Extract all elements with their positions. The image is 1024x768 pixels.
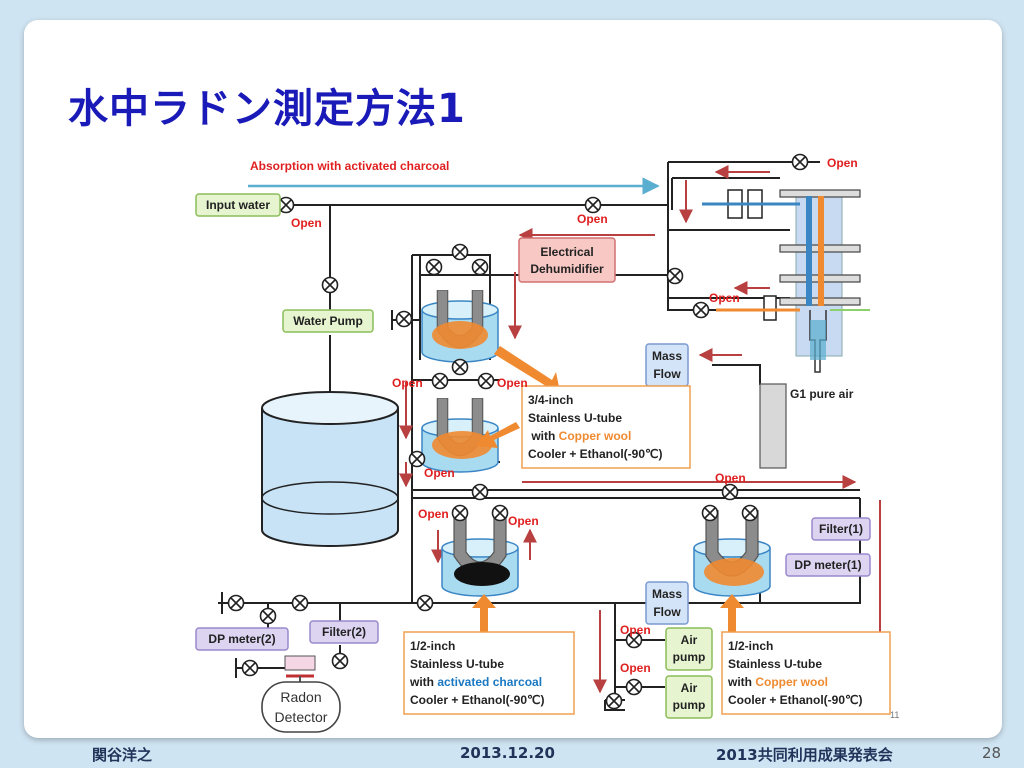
bath-middle: [421, 398, 499, 473]
dehumidifier-label-2: Dehumidifier: [530, 262, 604, 276]
open-label: Open: [392, 376, 423, 390]
absorption-label: Absorption with activated charcoal: [250, 159, 449, 173]
desc-bottom-left: 1/2-inch Stainless U-tube with activated…: [409, 639, 545, 707]
air-pump1-label-1: Air: [681, 633, 698, 647]
air-pump2-label-1: Air: [681, 681, 698, 695]
gas-cylinder: [759, 383, 787, 469]
open-label: Open: [715, 471, 746, 485]
desc-br-line4: Cooler + Ethanol(-90℃): [728, 693, 863, 707]
desc-top-line4: Cooler + Ethanol(-90℃): [528, 447, 663, 461]
desc-bl-line4: Cooler + Ethanol(-90℃): [410, 693, 545, 707]
bath-charcoal: [441, 510, 519, 597]
mass-flow-top-1: Mass: [652, 349, 682, 363]
desc-br-line1: 1/2-inch: [728, 639, 773, 653]
desc-top-line2: Stainless U-tube: [528, 411, 622, 425]
open-label: Open: [620, 661, 651, 675]
air-pump2-label-2: pump: [673, 698, 706, 712]
footer-event: 2013共同利用成果発表会: [716, 746, 893, 764]
open-label: Open: [424, 466, 455, 480]
radon-label-1: Radon: [280, 689, 321, 705]
small-page-number: 11: [890, 710, 899, 720]
footer-author: 関谷洋之: [92, 746, 153, 764]
open-label: Open: [291, 216, 322, 230]
desc-bl-line3: with activated charcoal: [409, 675, 542, 689]
slide-title: 水中ラドン測定方法1: [68, 86, 466, 132]
desc-bl-line1: 1/2-inch: [410, 639, 455, 653]
water-tank: [261, 391, 399, 547]
dp-meter1-label: DP meter(1): [794, 558, 861, 572]
open-label: Open: [497, 376, 528, 390]
component-boxes: [195, 193, 891, 719]
air-pump1-label-2: pump: [673, 650, 706, 664]
bath-copper-right: [693, 510, 771, 597]
open-label: Open: [620, 623, 651, 637]
water-pump-label: Water Pump: [293, 314, 363, 328]
desc-br-line3: with Copper wool: [727, 675, 828, 689]
open-label: Open: [827, 156, 858, 170]
mass-flow-top-2: Flow: [653, 367, 681, 381]
open-label: Open: [577, 212, 608, 226]
pointer-arrows: [472, 346, 744, 632]
dp-meter2-label: DP meter(2): [208, 632, 275, 646]
open-label: Open: [418, 507, 449, 521]
dehumidifier-label-1: Electrical: [540, 245, 593, 259]
filter1-label: Filter(1): [819, 522, 863, 536]
bath-top: [421, 290, 499, 363]
g1-air-label: G1 pure air: [790, 387, 854, 401]
filter2-label: Filter(2): [322, 625, 366, 639]
desc-top-line3: with Copper wool: [528, 429, 631, 443]
open-labels: Open Open Open Open Open Open Open Open …: [291, 156, 858, 675]
footer-date: 2013.12.20: [460, 744, 555, 762]
open-label: Open: [508, 514, 539, 528]
open-label: Open: [709, 291, 740, 305]
desc-bottom-right: 1/2-inch Stainless U-tube with Copper wo…: [727, 639, 863, 707]
desc-br-line2: Stainless U-tube: [728, 657, 822, 671]
mass-flow-bottom-2: Flow: [653, 605, 681, 619]
desc-top-line1: 3/4-inch: [528, 393, 573, 407]
desc-top: 3/4-inch Stainless U-tube with Copper wo…: [528, 393, 663, 461]
radon-label-2: Detector: [275, 709, 328, 725]
desc-bl-line2: Stainless U-tube: [410, 657, 504, 671]
footer-page-number: 28: [982, 744, 1002, 762]
input-water-label: Input water: [206, 198, 270, 212]
radon-detector: [261, 655, 341, 733]
mass-flow-bottom-1: Mass: [652, 587, 682, 601]
cold-trap-assembly: [702, 189, 870, 373]
slide-panel: [24, 20, 1002, 738]
